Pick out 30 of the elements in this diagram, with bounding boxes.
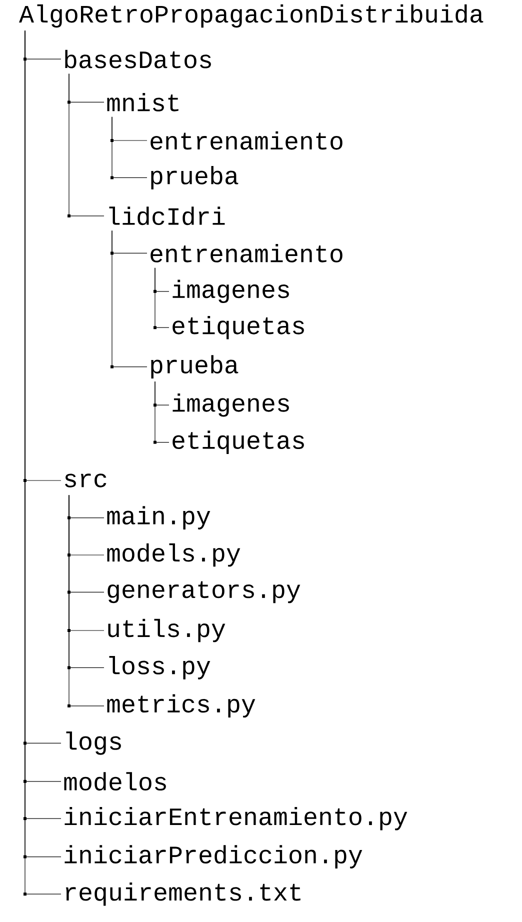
folder-label: prueba <box>151 166 238 190</box>
tree-connector <box>154 381 170 444</box>
tree-connector <box>154 268 170 330</box>
folder-label: mnist <box>107 93 178 112</box>
tree-connector <box>110 116 148 180</box>
folder-label: metrics.py <box>107 694 256 718</box>
folder-label: lidcIdri <box>109 206 225 226</box>
folder-label: utils.py <box>108 618 226 642</box>
folder-label: logs <box>66 732 121 755</box>
folder-label: models.py <box>107 543 240 567</box>
folder-label: src <box>65 474 106 488</box>
folder-label: imagenes <box>172 280 289 304</box>
folder-label: entrenamiento <box>150 244 342 262</box>
tree-connector <box>68 494 104 708</box>
folder-label: iniciarPrediccion.py <box>64 845 362 868</box>
folder-label: AlgoRetroPropagacionDistribuida <box>19 4 484 28</box>
folder-label: requirements.txt <box>66 882 300 906</box>
tree-connector <box>110 230 148 368</box>
folder-label: iniciarEntrenamiento.py <box>64 806 408 830</box>
folder-label: etiquetas <box>172 430 304 454</box>
folder-label: loss.py <box>109 656 210 680</box>
folder-label: etiquetas <box>172 316 304 340</box>
folder-label: prueba <box>151 355 238 378</box>
folder-label: modelos <box>64 772 166 791</box>
folder-label: imagenes <box>172 393 289 417</box>
folder-label: main.py <box>107 506 210 530</box>
folder-label: entrenamiento <box>150 131 342 150</box>
folder-label: basesDatos <box>65 50 211 68</box>
tree-connector <box>68 74 104 218</box>
folder-label: generators.py <box>108 581 300 604</box>
